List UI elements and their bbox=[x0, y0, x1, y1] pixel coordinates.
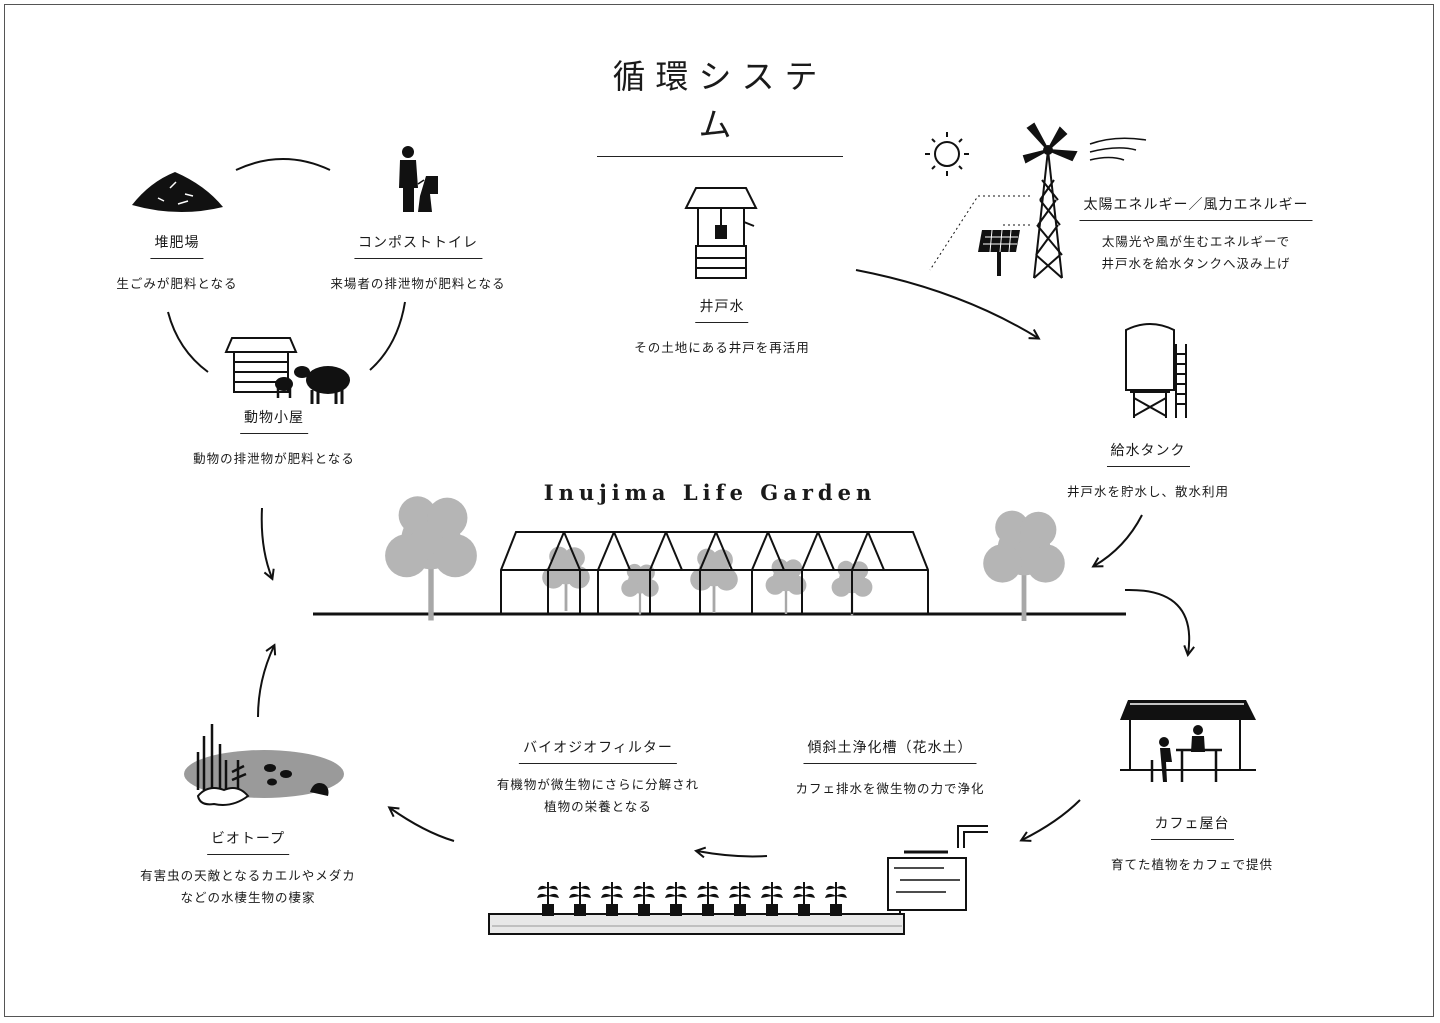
sun-icon bbox=[925, 132, 969, 176]
node-title: バイオジオフィルター bbox=[519, 737, 677, 764]
well-icon bbox=[684, 187, 758, 279]
node-desc: その土地にある井戸を再活用 bbox=[634, 340, 810, 355]
node-title: 傾斜土浄化槽（花水土） bbox=[803, 737, 977, 764]
node-animal: 動物小屋 動物の排泄物が肥料となる bbox=[193, 407, 355, 470]
node-desc: 育てた植物をカフェで提供 bbox=[1110, 857, 1274, 872]
compost-cycle-arcs bbox=[167, 158, 406, 373]
arrow-icon bbox=[390, 808, 455, 842]
node-toilet: コンポストトイレ 来場者の排泄物が肥料となる bbox=[330, 232, 505, 295]
windmill-icon bbox=[1022, 122, 1078, 279]
node-title: カフェ屋台 bbox=[1150, 813, 1234, 840]
biotope-icon bbox=[184, 724, 344, 806]
node-title: 動物小屋 bbox=[239, 407, 308, 434]
node-desc: 生ごみが肥料となる bbox=[116, 276, 238, 291]
node-tank: 給水タンク 井戸水を貯水し、散水利用 bbox=[1067, 440, 1229, 503]
cafe-stall-icon bbox=[1120, 700, 1256, 782]
arrow-icon bbox=[1094, 514, 1143, 566]
node-title: ビオトープ bbox=[206, 828, 290, 855]
page-title: 循環システム bbox=[597, 50, 843, 157]
node-cafe: カフェ屋台 育てた植物をカフェで提供 bbox=[1111, 813, 1273, 876]
arrow-icon bbox=[1022, 799, 1081, 840]
flow-arrows bbox=[257, 269, 1189, 856]
solar-panel-icon bbox=[929, 195, 1030, 276]
node-desc-line: 井戸水を給水タンクへ汲み上げ bbox=[1101, 256, 1291, 271]
node-title: 堆肥場 bbox=[150, 232, 204, 259]
arrow-icon bbox=[855, 269, 1038, 338]
arrow-icon bbox=[1124, 588, 1189, 654]
node-soil: 傾斜土浄化槽（花水土） カフェ排水を微生物の力で浄化 bbox=[795, 737, 984, 800]
node-title: 給水タンク bbox=[1106, 440, 1190, 467]
node-compost: 堆肥場 生ごみが肥料となる bbox=[116, 232, 237, 295]
arrow-icon bbox=[697, 851, 768, 856]
node-desc: カフェ排水を微生物の力で浄化 bbox=[795, 781, 985, 796]
node-desc-line: 有害虫の天敵となるカエルやメダカ bbox=[140, 868, 356, 883]
node-desc-line: 植物の栄養となる bbox=[544, 799, 652, 814]
greenhouse-icon bbox=[500, 531, 929, 616]
animal-shed-icon bbox=[224, 337, 350, 404]
compost-pile-icon bbox=[132, 172, 223, 213]
node-desc-line: などの水棲生物の棲家 bbox=[180, 890, 316, 905]
node-desc: 動物の排泄物が肥料となる bbox=[193, 451, 355, 466]
node-title: コンポストトイレ bbox=[353, 232, 482, 259]
node-desc: 有害虫の天敵となるカエルやメダカ などの水棲生物の棲家 bbox=[140, 865, 356, 909]
node-desc: 有機物が微生物にさらに分解され 植物の栄養となる bbox=[497, 774, 699, 818]
node-biofilter: バイオジオフィルター 有機物が微生物にさらに分解され 植物の栄養となる bbox=[497, 737, 699, 818]
arrow-icon bbox=[257, 646, 274, 718]
compost-toilet-icon bbox=[399, 146, 438, 212]
purification-tank-icon bbox=[887, 825, 988, 924]
node-desc: 来場者の排泄物が肥料となる bbox=[330, 276, 506, 291]
tree-icon bbox=[983, 510, 1065, 621]
node-energy: 太陽エネルギー／風力エネルギー 太陽光や風が生むエネルギーで 井戸水を給水タンク… bbox=[1079, 194, 1313, 275]
node-desc-line: 太陽光や風が生むエネルギーで bbox=[1101, 234, 1291, 249]
arrow-icon bbox=[260, 507, 272, 578]
biofilter-icon bbox=[488, 881, 905, 935]
node-desc-line: 有機物が微生物にさらに分解され bbox=[496, 777, 700, 792]
garden-name: Inujima Life Garden bbox=[543, 480, 877, 505]
node-biotope: ビオトープ 有害虫の天敵となるカエルやメダカ などの水棲生物の棲家 bbox=[140, 828, 356, 909]
node-desc: 井戸水を貯水し、散水利用 bbox=[1066, 484, 1230, 499]
node-desc: 太陽光や風が生むエネルギーで 井戸水を給水タンクへ汲み上げ bbox=[1080, 231, 1313, 275]
node-well: 井戸水 その土地にある井戸を再活用 bbox=[634, 296, 810, 359]
node-title: 井戸水 bbox=[695, 296, 749, 323]
node-title: 太陽エネルギー／風力エネルギー bbox=[1079, 194, 1313, 221]
page-frame bbox=[4, 4, 1434, 1017]
tree-icon bbox=[385, 496, 477, 621]
water-tank-icon bbox=[1125, 323, 1187, 418]
wind-icon bbox=[1089, 137, 1147, 161]
